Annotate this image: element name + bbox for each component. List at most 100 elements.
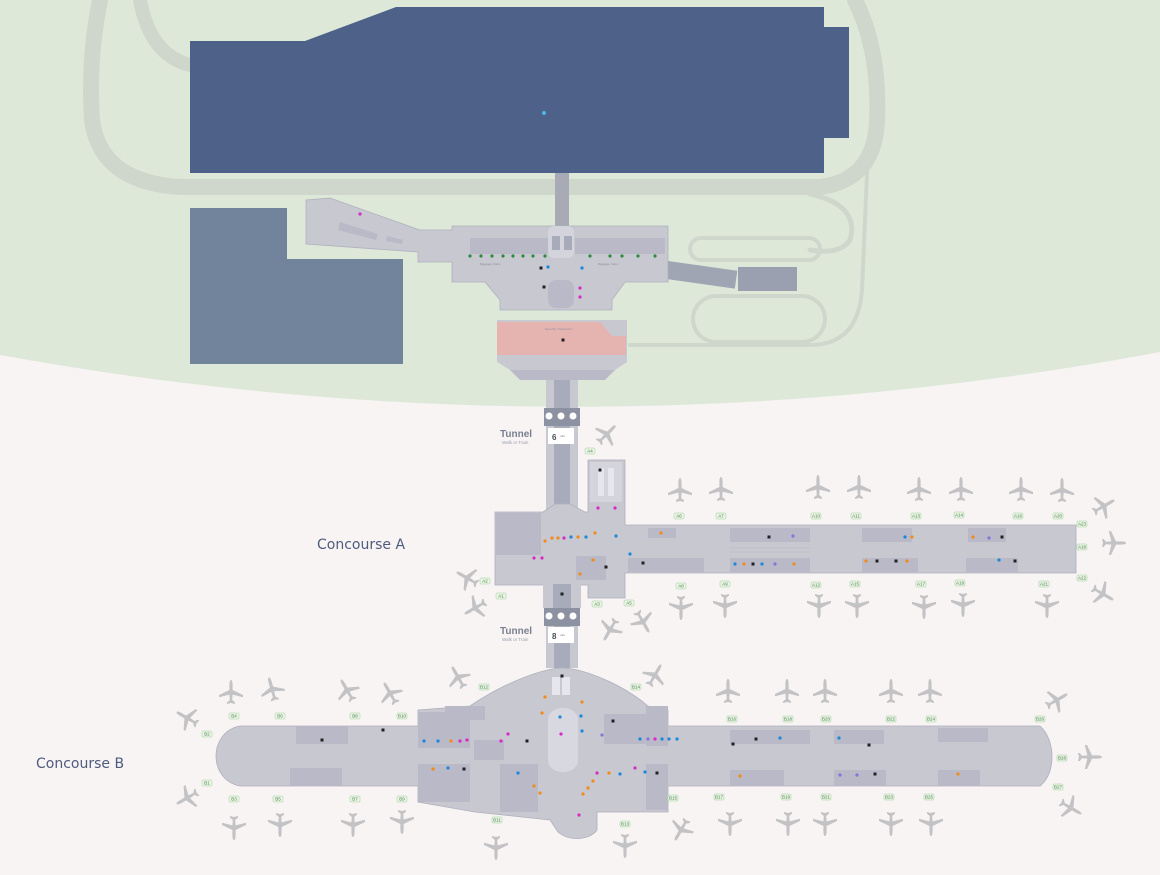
poi-dot[interactable] xyxy=(608,254,612,258)
amenity-icon[interactable] xyxy=(655,771,659,775)
poi-dot[interactable] xyxy=(584,535,588,539)
poi-dot[interactable] xyxy=(633,766,637,770)
poi-dot[interactable] xyxy=(760,562,764,566)
amenity-icon[interactable] xyxy=(525,739,529,743)
security-checkpoint[interactable]: Security Checkpoint xyxy=(497,320,627,380)
poi-dot[interactable] xyxy=(543,695,547,699)
gate-label[interactable]: B12 xyxy=(478,683,490,691)
poi-dot[interactable] xyxy=(431,767,435,771)
poi-dot[interactable] xyxy=(578,295,582,299)
amenity-icon[interactable] xyxy=(867,743,871,747)
amenity-icon[interactable] xyxy=(604,565,608,569)
poi-dot[interactable] xyxy=(855,773,859,777)
poi-dot[interactable] xyxy=(465,738,469,742)
gate-label[interactable]: B18 xyxy=(782,715,794,723)
amenity-icon[interactable] xyxy=(873,772,877,776)
poi-dot[interactable] xyxy=(569,535,573,539)
poi-dot[interactable] xyxy=(864,559,868,563)
poi-dot[interactable] xyxy=(546,265,550,269)
poi-dot[interactable] xyxy=(607,771,611,775)
gate-label[interactable]: A13 xyxy=(910,512,922,520)
amenity-icon[interactable] xyxy=(539,266,543,270)
gate-label[interactable]: B27 xyxy=(1052,783,1064,791)
gate-label[interactable]: A23 xyxy=(1076,520,1088,528)
poi-dot[interactable] xyxy=(578,572,582,576)
poi-dot[interactable] xyxy=(531,254,535,258)
poi-dot[interactable] xyxy=(593,531,597,535)
amenity-icon[interactable] xyxy=(641,561,645,565)
poi-dot[interactable] xyxy=(910,535,914,539)
poi-dot[interactable] xyxy=(588,254,592,258)
poi-dot[interactable] xyxy=(738,774,742,778)
poi-dot[interactable] xyxy=(562,536,566,540)
gate-label[interactable]: A20 xyxy=(1052,512,1064,520)
gate-label[interactable]: B28 xyxy=(1056,754,1068,762)
poi-dot[interactable] xyxy=(446,766,450,770)
poi-dot[interactable] xyxy=(742,562,746,566)
poi-dot[interactable] xyxy=(543,254,547,258)
amenity-icon[interactable] xyxy=(611,719,615,723)
poi-dot[interactable] xyxy=(638,737,642,741)
gate-label[interactable]: B23 xyxy=(883,793,895,801)
gate-label[interactable]: B3 xyxy=(228,795,240,803)
poi-dot[interactable] xyxy=(506,732,510,736)
gate-label[interactable]: A2 xyxy=(479,577,491,585)
poi-dot[interactable] xyxy=(628,552,632,556)
poi-dot[interactable] xyxy=(773,562,777,566)
gate-label[interactable]: A9 xyxy=(719,580,731,588)
poi-dot[interactable] xyxy=(956,772,960,776)
poi-dot[interactable] xyxy=(613,506,617,510)
gate-label[interactable]: B14 xyxy=(630,683,642,691)
poi-dot[interactable] xyxy=(576,535,580,539)
poi-dot[interactable] xyxy=(479,254,483,258)
parking-garage[interactable] xyxy=(190,7,849,173)
poi-dot[interactable] xyxy=(903,535,907,539)
amenity-icon[interactable] xyxy=(320,738,324,742)
gate-label[interactable]: A17 xyxy=(915,580,927,588)
gate-label[interactable]: B7 xyxy=(349,795,361,803)
amenity-icon[interactable] xyxy=(1013,559,1017,563)
poi-dot[interactable] xyxy=(636,254,640,258)
gate-label[interactable]: A16 xyxy=(1012,512,1024,520)
poi-dot[interactable] xyxy=(653,737,657,741)
amenity-icon[interactable] xyxy=(381,728,385,732)
gate-label[interactable]: A19 xyxy=(954,579,966,587)
poi-dot[interactable] xyxy=(792,562,796,566)
poi-dot[interactable] xyxy=(468,254,472,258)
poi-dot[interactable] xyxy=(580,700,584,704)
gate-label[interactable]: A21 xyxy=(1038,580,1050,588)
amenity-icon[interactable] xyxy=(1000,535,1004,539)
amenity-icon[interactable] xyxy=(754,737,758,741)
poi-dot[interactable] xyxy=(591,558,595,562)
poi-dot[interactable] xyxy=(646,737,650,741)
gate-label[interactable]: A22 xyxy=(1076,574,1088,582)
poi-dot[interactable] xyxy=(358,212,362,216)
gate-label[interactable]: A3 xyxy=(591,600,603,608)
gate-label[interactable]: B13 xyxy=(619,820,631,828)
poi-dot[interactable] xyxy=(458,739,462,743)
poi-dot[interactable] xyxy=(499,739,503,743)
gate-label[interactable]: A5 xyxy=(623,599,635,607)
poi-dot[interactable] xyxy=(550,536,554,540)
poi-dot[interactable] xyxy=(643,770,647,774)
poi-dot[interactable] xyxy=(618,772,622,776)
poi-dot[interactable] xyxy=(422,739,426,743)
poi-dot[interactable] xyxy=(837,736,841,740)
gate-label[interactable]: B2 xyxy=(201,730,213,738)
amenity-icon[interactable] xyxy=(560,674,564,678)
gate-label[interactable]: B17 xyxy=(713,793,725,801)
gate-label[interactable]: A12 xyxy=(810,581,822,589)
amenity-icon[interactable] xyxy=(542,285,546,289)
poi-dot[interactable] xyxy=(559,732,563,736)
gate-label[interactable]: A14 xyxy=(953,511,965,519)
gate-label[interactable]: B9 xyxy=(396,795,408,803)
poi-dot[interactable] xyxy=(579,714,583,718)
gate-label[interactable]: B15 xyxy=(667,794,679,802)
amenity-icon[interactable] xyxy=(894,559,898,563)
concourse-b[interactable] xyxy=(215,667,1053,839)
gate-label[interactable]: B8 xyxy=(349,712,361,720)
amenity-icon[interactable] xyxy=(560,592,564,596)
poi-dot[interactable] xyxy=(905,559,909,563)
poi-dot[interactable] xyxy=(620,254,624,258)
gate-label[interactable]: B22 xyxy=(885,715,897,723)
